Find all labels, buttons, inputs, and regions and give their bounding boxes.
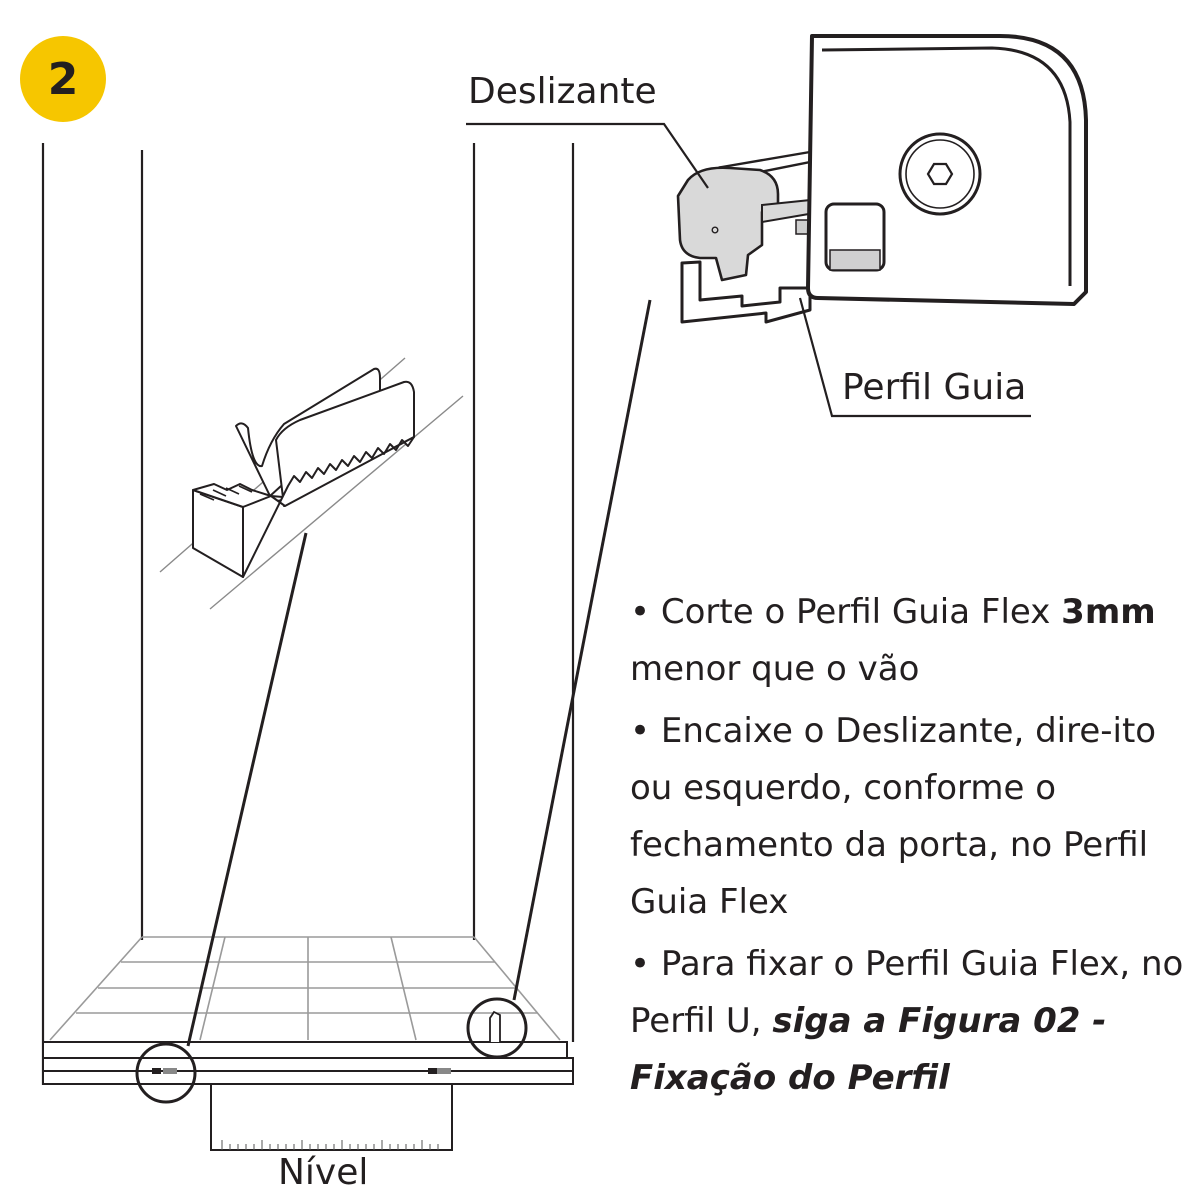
spirit-level (210, 1083, 453, 1151)
instruction-text-emphasis: siga a Figura 02 - Fixação do Perfil (630, 1001, 1107, 1098)
slider-marker (489, 1010, 501, 1042)
instruction-text: • Corte o Perfil Guia Flex (630, 592, 1062, 632)
door-frame (41, 143, 575, 1085)
label-nivel: Nível (278, 1152, 369, 1193)
step-badge-circle (20, 36, 106, 122)
left-detail-circle (135, 1042, 197, 1104)
floor-tiles (49, 936, 561, 1041)
cut-profile-detail (159, 357, 464, 610)
detail-callouts (135, 299, 652, 1104)
instruction-text: menor que o vão (630, 649, 920, 689)
slider-detail (466, 34, 1088, 418)
deslizante-leader (466, 122, 709, 189)
perfil-guia-leader (798, 297, 1031, 418)
instruction-text: • Encaixe o Deslizante, dire-ito ou esqu… (630, 711, 1157, 922)
instruction-item: • Encaixe o Deslizante, dire-ito ou esqu… (630, 703, 1190, 931)
instruction-list: • Corte o Perfil Guia Flex 3mm menor que… (630, 584, 1190, 1112)
hex-socket-icon (926, 162, 954, 186)
instruction-item: • Corte o Perfil Guia Flex 3mm menor que… (630, 584, 1190, 698)
step-number-badge: 2 (47, 53, 79, 105)
label-perfil-guia: Perfil Guia (842, 367, 1027, 408)
profile-marks (152, 1068, 451, 1074)
right-detail-circle (466, 997, 528, 1059)
perfil-guia-section (680, 260, 812, 324)
floor-guide-profile (42, 1041, 574, 1085)
level-scale-ticks (221, 1140, 439, 1150)
instruction-text: • Para fixar o Perfil Guia Flex, no Perf… (630, 944, 1184, 1041)
instruction-text-bold: 3mm (1061, 592, 1156, 632)
instruction-item: • Para fixar o Perfil Guia Flex, no Perf… (630, 936, 1190, 1107)
deslizante-part (676, 166, 780, 282)
label-deslizante: Deslizante (468, 71, 657, 112)
